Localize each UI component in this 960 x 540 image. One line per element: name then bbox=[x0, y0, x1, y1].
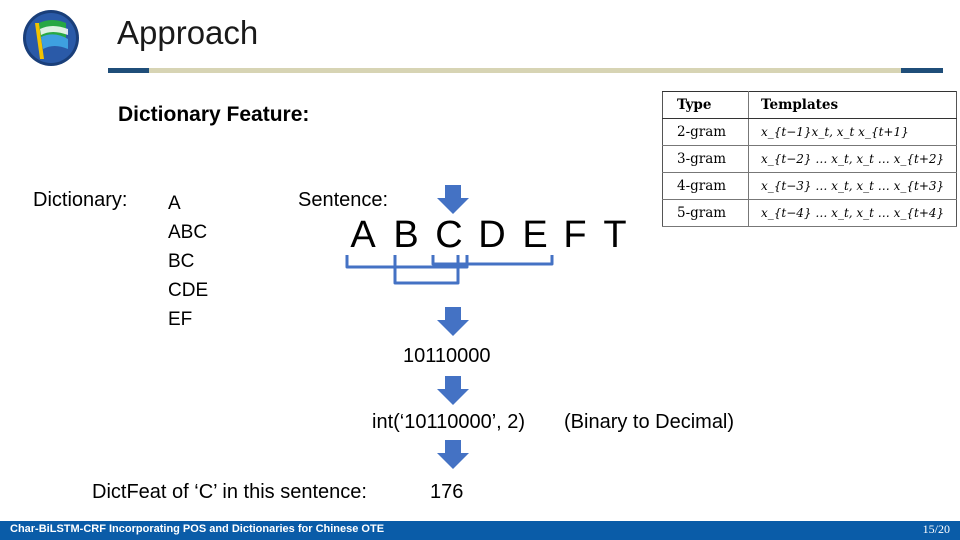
column-header-templates: Templates bbox=[748, 91, 957, 119]
sentence-label: Sentence: bbox=[298, 189, 389, 211]
step-down-arrow-icon bbox=[437, 440, 469, 469]
step-down-arrow-icon bbox=[437, 307, 469, 336]
footer-title: Char-BiLSTM-CRF Incorporating POS and Di… bbox=[10, 523, 385, 535]
ngram-type-cell: 5-gram bbox=[662, 199, 749, 227]
template-cell: x_{t−1}x_t, x_t x_{t+1} bbox=[748, 118, 957, 146]
bracket-bc bbox=[393, 255, 460, 285]
table-row: 4-gram x_{t−3} … x_t, x_t … x_{t+3} bbox=[662, 172, 957, 200]
conversion-note: (Binary to Decimal) bbox=[564, 411, 735, 433]
sentence-letter: F bbox=[563, 214, 587, 256]
match-brackets bbox=[345, 255, 554, 285]
table-header-row: Type Templates bbox=[662, 91, 957, 119]
bracket-abc bbox=[345, 255, 469, 269]
dictionary-entry: A bbox=[168, 193, 181, 214]
template-cell: x_{t−3} … x_t, x_t … x_{t+3} bbox=[748, 172, 957, 200]
sentence-letter: D bbox=[478, 214, 506, 256]
ngram-type-cell: 4-gram bbox=[662, 172, 749, 200]
page-number: 15/20 bbox=[922, 522, 950, 536]
dictionary-entry: CDE bbox=[168, 280, 209, 301]
conversion-expression: int(‘10110000’, 2) bbox=[372, 411, 526, 433]
title-divider-left-accent bbox=[108, 68, 149, 73]
dictionary-label: Dictionary: bbox=[33, 189, 128, 211]
university-logo-icon bbox=[23, 10, 79, 66]
binary-value: 10110000 bbox=[403, 345, 491, 367]
title-divider-right-accent bbox=[901, 68, 943, 73]
sentence-letter: A bbox=[350, 214, 376, 256]
ngram-type-cell: 3-gram bbox=[662, 145, 749, 173]
footer-bar bbox=[0, 521, 960, 540]
sentence-letter: T bbox=[603, 214, 627, 256]
sentence-letter: E bbox=[522, 214, 548, 256]
bracket-cde bbox=[431, 255, 554, 266]
template-cell: x_{t−2} … x_t, x_t … x_{t+2} bbox=[748, 145, 957, 173]
dictionary-entry: ABC bbox=[168, 222, 208, 243]
template-cell: x_{t−4} … x_t, x_t … x_{t+4} bbox=[748, 199, 957, 227]
ngram-template-table: Type Templates 2-gram x_{t−1}x_t, x_t x_… bbox=[662, 91, 958, 227]
title-divider bbox=[108, 68, 943, 73]
step-down-arrow-icon bbox=[437, 376, 469, 405]
dictionary-entry: EF bbox=[168, 309, 193, 330]
result-label: DictFeat of ‘C’ in this sentence: bbox=[92, 481, 367, 503]
table-row: 2-gram x_{t−1}x_t, x_t x_{t+1} bbox=[662, 118, 957, 146]
ngram-type-cell: 2-gram bbox=[662, 118, 749, 146]
column-header-type: Type bbox=[662, 91, 749, 119]
sentence-letter: C bbox=[435, 214, 463, 256]
table-row: 5-gram x_{t−4} … x_t, x_t … x_{t+4} bbox=[662, 199, 957, 227]
dictionary-entry: BC bbox=[168, 251, 195, 272]
table-row: 3-gram x_{t−2} … x_t, x_t … x_{t+2} bbox=[662, 145, 957, 173]
sentence-letter: B bbox=[393, 214, 419, 256]
pointer-down-arrow-icon bbox=[437, 185, 469, 214]
result-value: 176 bbox=[430, 481, 464, 503]
slide-title: Approach bbox=[117, 14, 259, 51]
section-subtitle: Dictionary Feature: bbox=[118, 103, 310, 126]
